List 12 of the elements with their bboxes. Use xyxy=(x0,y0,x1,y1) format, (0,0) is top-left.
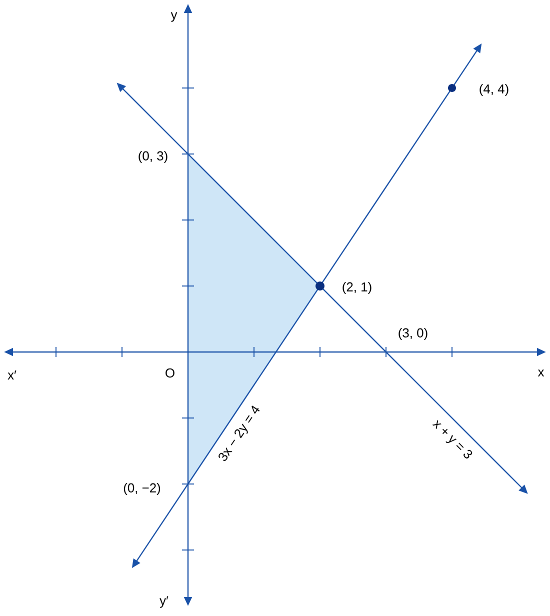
axis-label: y′ xyxy=(160,596,168,608)
axis-label: (0, −2) xyxy=(124,482,160,496)
axis-label: O xyxy=(166,368,174,378)
line-label: x + y = 3 xyxy=(432,420,472,458)
axis-label: (3, 0) xyxy=(398,328,428,340)
axis-label: (2, 1) xyxy=(342,282,372,294)
axis-label: (0, 3) xyxy=(138,150,168,164)
axis-label: (4, 4) xyxy=(480,84,508,96)
line-label: 3x − 2y = 4 xyxy=(218,406,260,461)
axis-label: x′ xyxy=(8,370,16,380)
axis-label: x xyxy=(538,370,544,376)
axis-label: y xyxy=(170,12,178,22)
